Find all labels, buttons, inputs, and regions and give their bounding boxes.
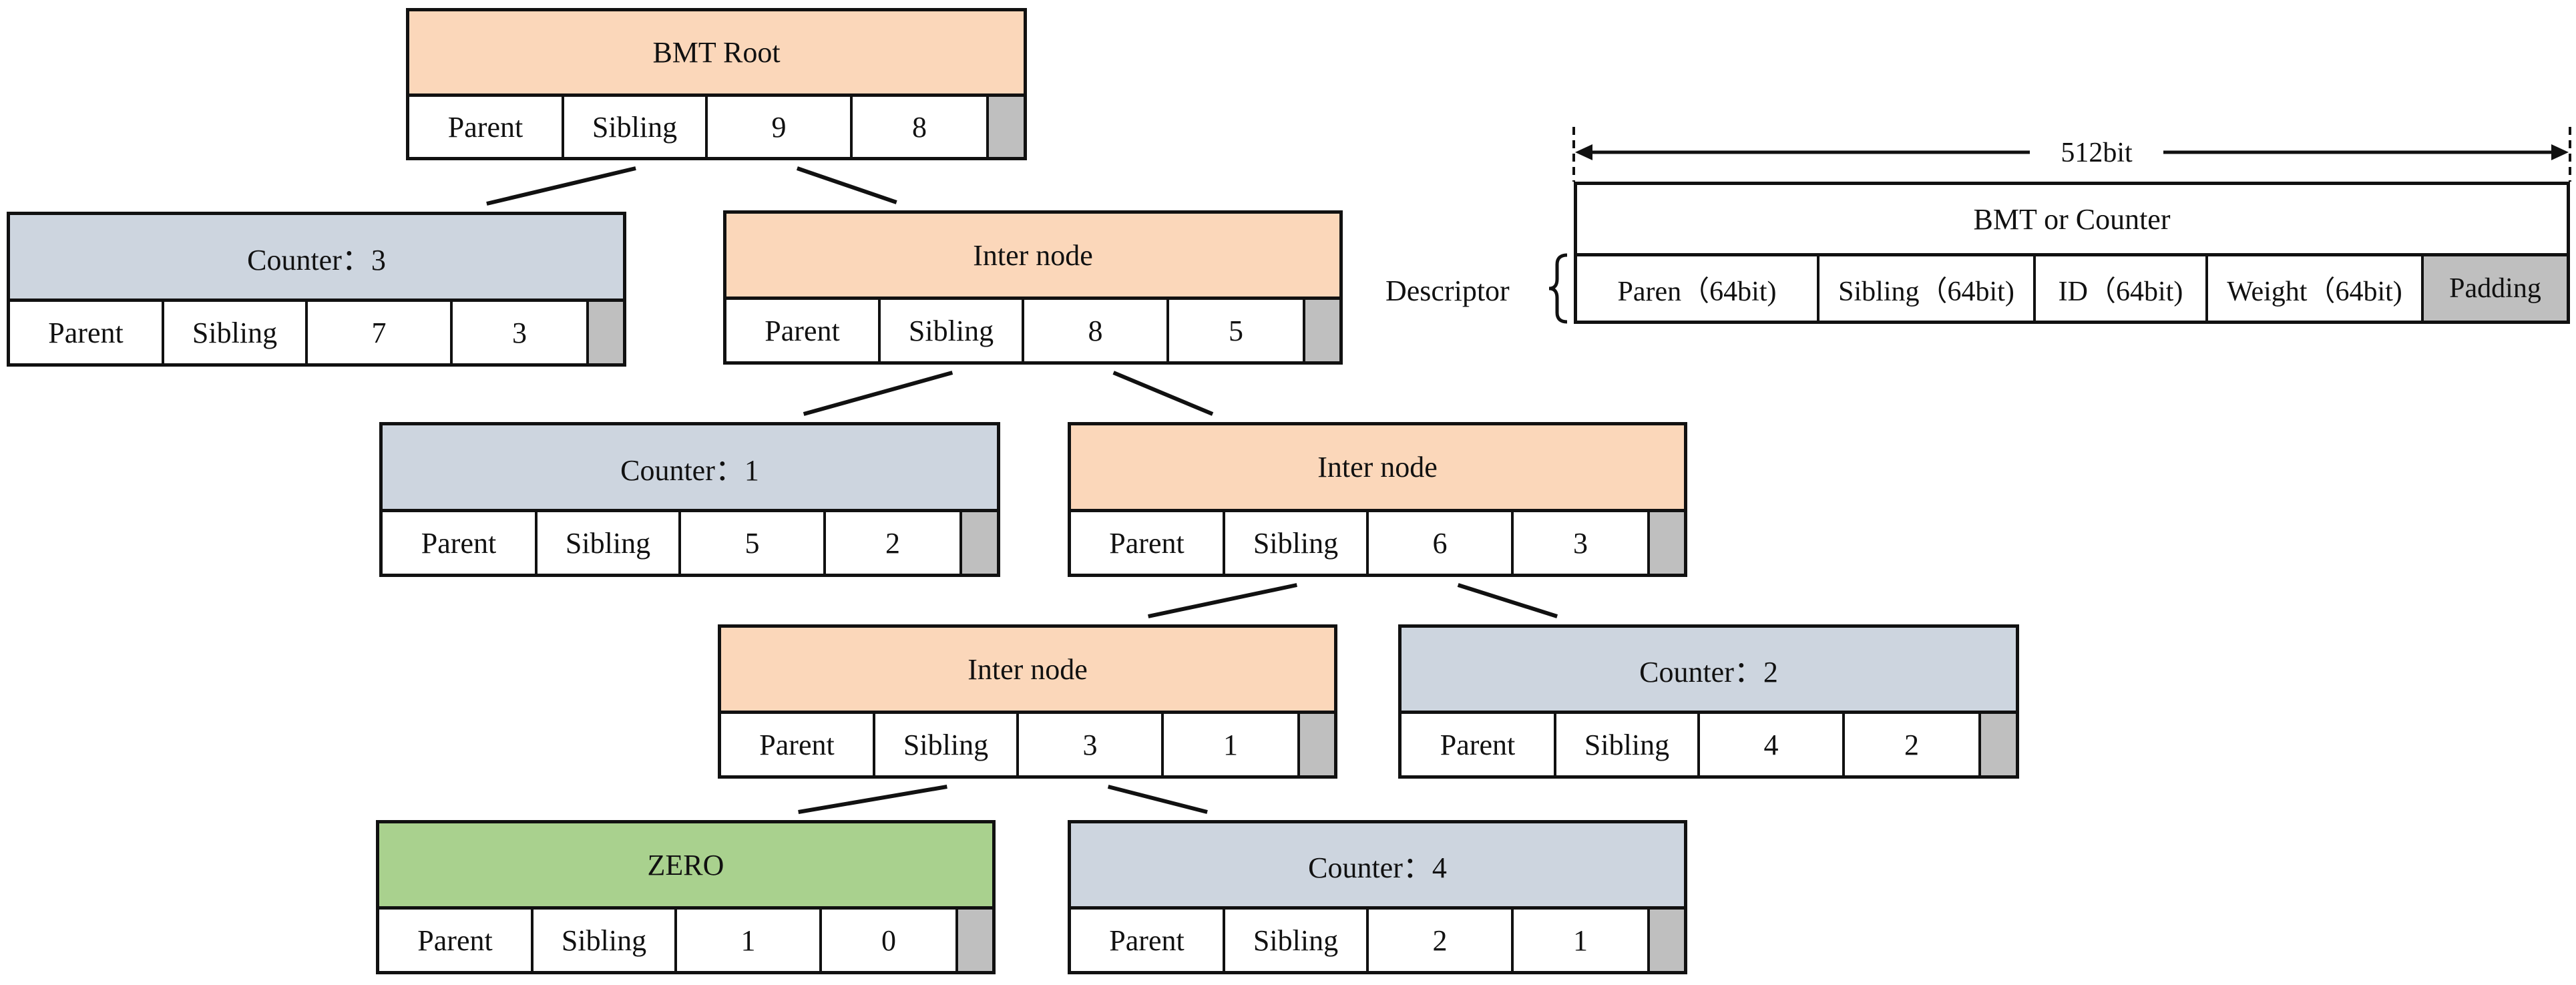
edge-inter-3-to-counter-4 [1107,785,1208,814]
node-title: Counter：4 [1071,823,1684,910]
parent-cell: Parent [721,714,875,775]
weight-cell: 3 [1514,512,1650,574]
bit-width-label: 512bit [2030,137,2163,169]
node-title: Inter node [1071,425,1684,512]
sibling-cell: Sibling [1225,512,1369,574]
weight-cell: 1 [1514,910,1650,971]
weight-cell: 8 [853,97,989,157]
edge-inter-3-to-zero [798,785,947,814]
edge-root-to-counter-3 [486,166,636,206]
node-title: Counter：3 [10,215,623,302]
id-cell: 2 [1369,910,1514,971]
field-padding: Padding [2424,256,2567,321]
field-id: ID（64bit) [2036,256,2208,321]
id-cell: 7 [308,302,453,363]
padding-cell [1650,910,1684,971]
id-cell: 1 [677,910,822,971]
edge-root-to-inter-1 [796,166,897,204]
node-title: Counter：2 [1402,628,2016,714]
descriptor-fields: Paren（64bit) Sibling（64bit) ID（64bit) We… [1577,256,2567,321]
sibling-cell: Sibling [875,714,1019,775]
id-cell: 4 [1700,714,1845,775]
sibling-cell: Sibling [564,97,708,157]
parent-cell: Parent [1071,512,1225,574]
parent-cell: Parent [383,512,538,574]
arrow-right-head-icon [2551,144,2569,160]
padding-cell [1305,300,1339,361]
parent-cell: Parent [409,97,564,157]
padding-cell [1981,714,2016,775]
parent-cell: Parent [1402,714,1556,775]
weight-cell: 2 [826,512,962,574]
node-title: BMT Root [409,11,1024,97]
sibling-cell: Sibling [881,300,1024,361]
parent-cell: Parent [1071,910,1225,971]
descriptor-header: BMT or Counter [1577,185,2567,256]
field-sibling: Sibling（64bit) [1819,256,2036,321]
padding-cell [962,512,997,574]
descriptor-layout: BMT or Counter Paren（64bit) Sibling（64bi… [1574,182,2570,324]
weight-cell: 3 [453,302,589,363]
padding-cell [958,910,992,971]
weight-cell: 1 [1164,714,1300,775]
node-title: Inter node [721,628,1334,714]
node-title: ZERO [379,823,992,910]
padding-cell [1650,512,1684,574]
id-cell: 5 [681,512,826,574]
padding-cell [1300,714,1334,775]
padding-cell [589,302,623,363]
parent-cell: Parent [10,302,164,363]
descriptor-brace-icon [1548,253,1568,324]
parent-cell: Parent [726,300,881,361]
edge-inter-2-to-inter-3 [1148,583,1297,618]
edge-inter-2-to-counter-2 [1457,583,1558,618]
id-cell: 9 [708,97,853,157]
sibling-cell: Sibling [1556,714,1700,775]
descriptor-label: Descriptor [1385,274,1510,307]
arrow-left-head-icon [1575,144,1592,160]
sibling-cell: Sibling [533,910,677,971]
edge-inter-1-to-counter-1 [803,371,953,416]
node-title: Inter node [726,214,1339,300]
padding-cell [989,97,1024,157]
parent-cell: Parent [379,910,533,971]
sibling-cell: Sibling [164,302,308,363]
id-cell: 3 [1019,714,1164,775]
id-cell: 6 [1369,512,1514,574]
edge-inter-1-to-inter-2 [1112,371,1214,416]
sibling-cell: Sibling [538,512,681,574]
field-parent: Paren（64bit) [1577,256,1819,321]
weight-cell: 2 [1845,714,1981,775]
weight-cell: 0 [822,910,958,971]
id-cell: 8 [1024,300,1169,361]
node-title: Counter：1 [383,425,997,512]
field-weight: Weight（64bit) [2208,256,2424,321]
weight-cell: 5 [1169,300,1305,361]
sibling-cell: Sibling [1225,910,1369,971]
